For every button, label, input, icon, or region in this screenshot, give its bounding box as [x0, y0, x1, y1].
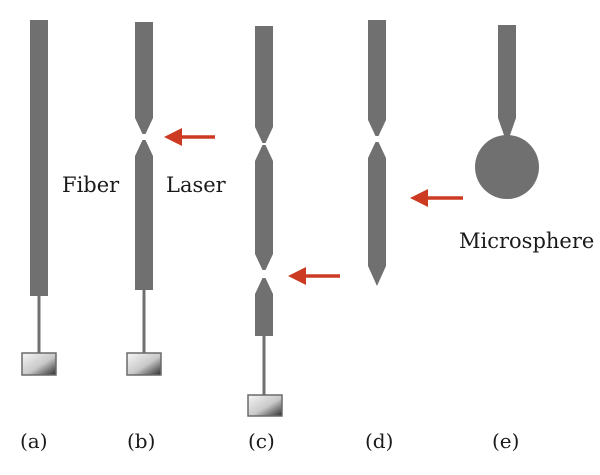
- microsphere-label: Microsphere: [459, 229, 594, 253]
- panel-b: [126, 22, 162, 376]
- laser-arrow-c: [288, 267, 340, 285]
- weight-line-c: [262, 336, 266, 396]
- laser-arrow-d: [410, 189, 463, 207]
- weight-b: [126, 352, 162, 376]
- fiber-b-lower: [135, 140, 153, 290]
- caption-a: (a): [20, 429, 48, 453]
- fiber-e: [498, 25, 516, 138]
- fiber-c-bottom: [255, 278, 273, 336]
- caption-e: (e): [492, 429, 519, 453]
- fiber-c-top: [255, 26, 273, 143]
- fiber-c-middle: [255, 145, 273, 270]
- panel-a: [21, 20, 57, 376]
- fiber-b-upper: [135, 22, 153, 134]
- weight-a: [21, 352, 57, 376]
- caption-d: (d): [365, 429, 393, 453]
- fiber-d-upper: [368, 20, 386, 136]
- weight-c: [247, 394, 283, 417]
- microsphere: [475, 135, 539, 199]
- fiber-d-lower: [368, 142, 386, 286]
- laser-label: Laser: [166, 173, 227, 197]
- panel-d: [368, 20, 386, 286]
- weight-line-b: [142, 290, 146, 354]
- weight-line-a: [37, 296, 41, 354]
- laser-arrow-b: [164, 128, 215, 146]
- panel-c: [247, 26, 283, 417]
- fiber-a: [30, 20, 48, 296]
- fiber-label: Fiber: [62, 173, 120, 197]
- panel-e: [475, 25, 539, 199]
- caption-b: (b): [127, 429, 155, 453]
- caption-c: (c): [248, 429, 275, 453]
